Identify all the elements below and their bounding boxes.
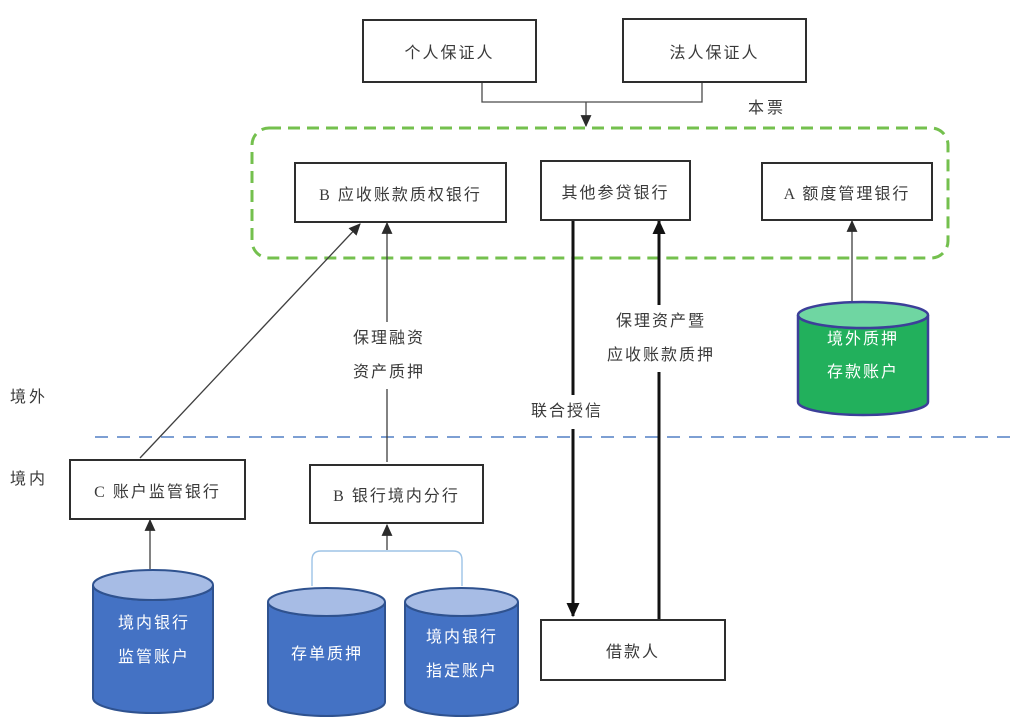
node-bank-b-receivables-pledge: B 应收账款质权银行 bbox=[294, 162, 507, 223]
label-domestic-supervision-account: 境内银行 监管账户 bbox=[117, 615, 191, 667]
node-borrower: 借款人 bbox=[540, 619, 726, 681]
label-region-overseas: 境外 bbox=[10, 389, 49, 406]
label-domestic-designated-account: 境内银行 指定账户 bbox=[425, 629, 499, 681]
label-factoring-assets-receivables-pledge: 保理资产暨 应收账款质押 bbox=[603, 305, 719, 373]
cylinders-bracket bbox=[311, 550, 463, 586]
node-personal-guarantor: 个人保证人 bbox=[362, 19, 537, 83]
label-joint-credit: 联合授信 bbox=[527, 395, 607, 429]
label-certificate-deposit-pledge: 存单质押 bbox=[290, 646, 364, 663]
label-region-domestic: 境内 bbox=[10, 471, 49, 488]
bank-c-to-bank-b-arrow bbox=[139, 223, 361, 459]
label-factoring-financing-asset-pledge: 保理融资 资产质押 bbox=[349, 322, 429, 390]
label-promissory-note: 本票 bbox=[748, 100, 787, 117]
cylinder-certificate-deposit-pledge bbox=[267, 587, 386, 717]
guarantors-connector bbox=[481, 79, 703, 103]
label-overseas-pledged-deposit: 境外质押 存款账户 bbox=[826, 331, 900, 381]
node-bank-b-domestic-branch: B 银行境内分行 bbox=[309, 464, 484, 524]
cylinder-domestic-designated-account bbox=[404, 587, 519, 717]
node-bank-c-account-supervision: C 账户监管银行 bbox=[69, 459, 246, 520]
node-bank-a-quota-management: A 额度管理银行 bbox=[761, 162, 933, 221]
cylinder-domestic-supervision-account bbox=[92, 569, 214, 714]
cylinder-overseas-pledged-deposit bbox=[796, 300, 930, 417]
syndicate-group-dashed-box bbox=[250, 126, 950, 260]
node-other-participating-banks: 其他参贷银行 bbox=[540, 160, 691, 221]
node-corporate-guarantor: 法人保证人 bbox=[622, 18, 807, 83]
